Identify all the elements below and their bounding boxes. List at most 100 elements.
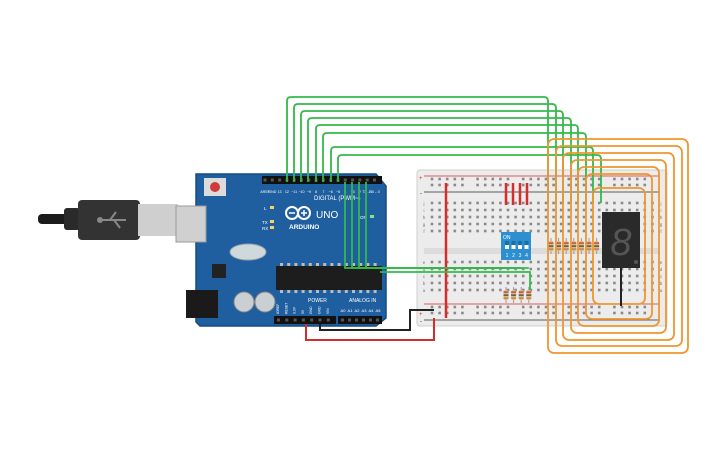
- breadboard-hole[interactable]: [597, 229, 601, 233]
- breadboard-hole[interactable]: [521, 267, 525, 271]
- rail-hole[interactable]: [575, 311, 578, 315]
- breadboard-hole[interactable]: [506, 281, 510, 285]
- breadboard-hole[interactable]: [514, 260, 517, 264]
- digital-pin-hole[interactable]: [365, 178, 369, 182]
- breadboard-hole[interactable]: [506, 288, 510, 292]
- breadboard-hole[interactable]: [430, 288, 434, 292]
- breadboard-hole[interactable]: [605, 201, 609, 205]
- rail-hole[interactable]: [597, 177, 601, 181]
- rail-hole[interactable]: [445, 177, 449, 181]
- breadboard-hole[interactable]: [567, 281, 571, 285]
- breadboard-hole[interactable]: [468, 281, 472, 285]
- rail-hole[interactable]: [582, 305, 586, 309]
- green-wire-switch[interactable]: [365, 182, 529, 269]
- breadboard-hole[interactable]: [597, 267, 601, 271]
- breadboard-hole[interactable]: [483, 215, 487, 219]
- power-pin-hole[interactable]: [293, 318, 297, 322]
- breadboard-hole[interactable]: [461, 215, 464, 219]
- breadboard-hole[interactable]: [590, 288, 593, 292]
- rail-hole[interactable]: [476, 177, 479, 181]
- power-pin-hole[interactable]: [310, 318, 314, 322]
- breadboard-hole[interactable]: [559, 215, 563, 219]
- breadboard-hole[interactable]: [575, 260, 578, 264]
- breadboard-hole[interactable]: [590, 267, 593, 271]
- breadboard-hole[interactable]: [521, 229, 525, 233]
- breadboard-hole[interactable]: [529, 260, 533, 264]
- breadboard-hole[interactable]: [468, 201, 472, 205]
- breadboard-hole[interactable]: [590, 222, 593, 226]
- analog-pin-hole[interactable]: [376, 318, 379, 322]
- breadboard-hole[interactable]: [521, 215, 525, 219]
- rail-hole[interactable]: [575, 177, 578, 181]
- rail-hole[interactable]: [552, 183, 555, 187]
- digital-pin-hole[interactable]: [270, 178, 274, 182]
- rail-hole[interactable]: [521, 183, 525, 187]
- breadboard-hole[interactable]: [544, 222, 548, 226]
- breadboard-hole[interactable]: [499, 288, 502, 292]
- breadboard-hole[interactable]: [620, 208, 624, 212]
- breadboard-hole[interactable]: [483, 208, 487, 212]
- rail-hole[interactable]: [430, 177, 434, 181]
- breadboard-hole[interactable]: [567, 288, 571, 292]
- rail-hole[interactable]: [575, 305, 578, 309]
- rail-hole[interactable]: [476, 305, 479, 309]
- breadboard-hole[interactable]: [461, 288, 464, 292]
- rail-hole[interactable]: [628, 305, 631, 309]
- breadboard-hole[interactable]: [552, 288, 555, 292]
- rail-hole[interactable]: [544, 183, 548, 187]
- breadboard-hole[interactable]: [499, 208, 502, 212]
- rail-hole[interactable]: [529, 177, 533, 181]
- breadboard-hole[interactable]: [537, 215, 540, 219]
- breadboard-hole[interactable]: [628, 201, 631, 205]
- breadboard-hole[interactable]: [597, 201, 601, 205]
- breadboard-hole[interactable]: [613, 201, 616, 205]
- breadboard-hole[interactable]: [461, 222, 464, 226]
- rail-hole[interactable]: [628, 177, 631, 181]
- breadboard-hole[interactable]: [590, 215, 593, 219]
- breadboard-hole[interactable]: [567, 267, 571, 271]
- breadboard-hole[interactable]: [590, 229, 593, 233]
- rail-hole[interactable]: [544, 305, 548, 309]
- rail-hole[interactable]: [529, 311, 533, 315]
- breadboard-hole[interactable]: [544, 215, 548, 219]
- breadboard-hole[interactable]: [620, 201, 624, 205]
- breadboard-hole[interactable]: [559, 229, 563, 233]
- rail-hole[interactable]: [628, 183, 631, 187]
- rail-hole[interactable]: [628, 311, 631, 315]
- usb-cable[interactable]: [38, 200, 178, 240]
- breadboard-hole[interactable]: [514, 215, 517, 219]
- breadboard-hole[interactable]: [597, 222, 601, 226]
- breadboard-hole[interactable]: [430, 201, 434, 205]
- rail-hole[interactable]: [552, 177, 555, 181]
- breadboard-hole[interactable]: [438, 215, 441, 219]
- breadboard-hole[interactable]: [506, 229, 510, 233]
- rail-hole[interactable]: [590, 177, 593, 181]
- breadboard-hole[interactable]: [552, 267, 555, 271]
- breadboard-hole[interactable]: [605, 274, 609, 278]
- rail-hole[interactable]: [582, 177, 586, 181]
- analog-pin-hole[interactable]: [348, 318, 351, 322]
- breadboard-hole[interactable]: [552, 215, 555, 219]
- orange-display-wires[interactable]: [547, 138, 689, 354]
- rail-hole[interactable]: [438, 183, 441, 187]
- breadboard-hole[interactable]: [514, 281, 517, 285]
- rail-hole[interactable]: [537, 183, 540, 187]
- breadboard-hole[interactable]: [597, 288, 601, 292]
- power-pin-hole[interactable]: [285, 318, 289, 322]
- analog-pin-hole[interactable]: [355, 318, 358, 322]
- breadboard-hole[interactable]: [491, 281, 495, 285]
- breadboard-hole[interactable]: [499, 201, 502, 205]
- breadboard-hole[interactable]: [491, 201, 495, 205]
- breadboard-hole[interactable]: [537, 274, 540, 278]
- resistor-bank-left[interactable]: [503, 287, 532, 303]
- resistor-bank-right[interactable]: [548, 238, 600, 254]
- breadboard-hole[interactable]: [453, 208, 457, 212]
- breadboard-hole[interactable]: [491, 215, 495, 219]
- breadboard-hole[interactable]: [430, 208, 434, 212]
- breadboard-hole[interactable]: [628, 274, 631, 278]
- breadboard-hole[interactable]: [605, 267, 609, 271]
- breadboard-hole[interactable]: [590, 274, 593, 278]
- breadboard-hole[interactable]: [582, 260, 586, 264]
- breadboard-hole[interactable]: [468, 288, 472, 292]
